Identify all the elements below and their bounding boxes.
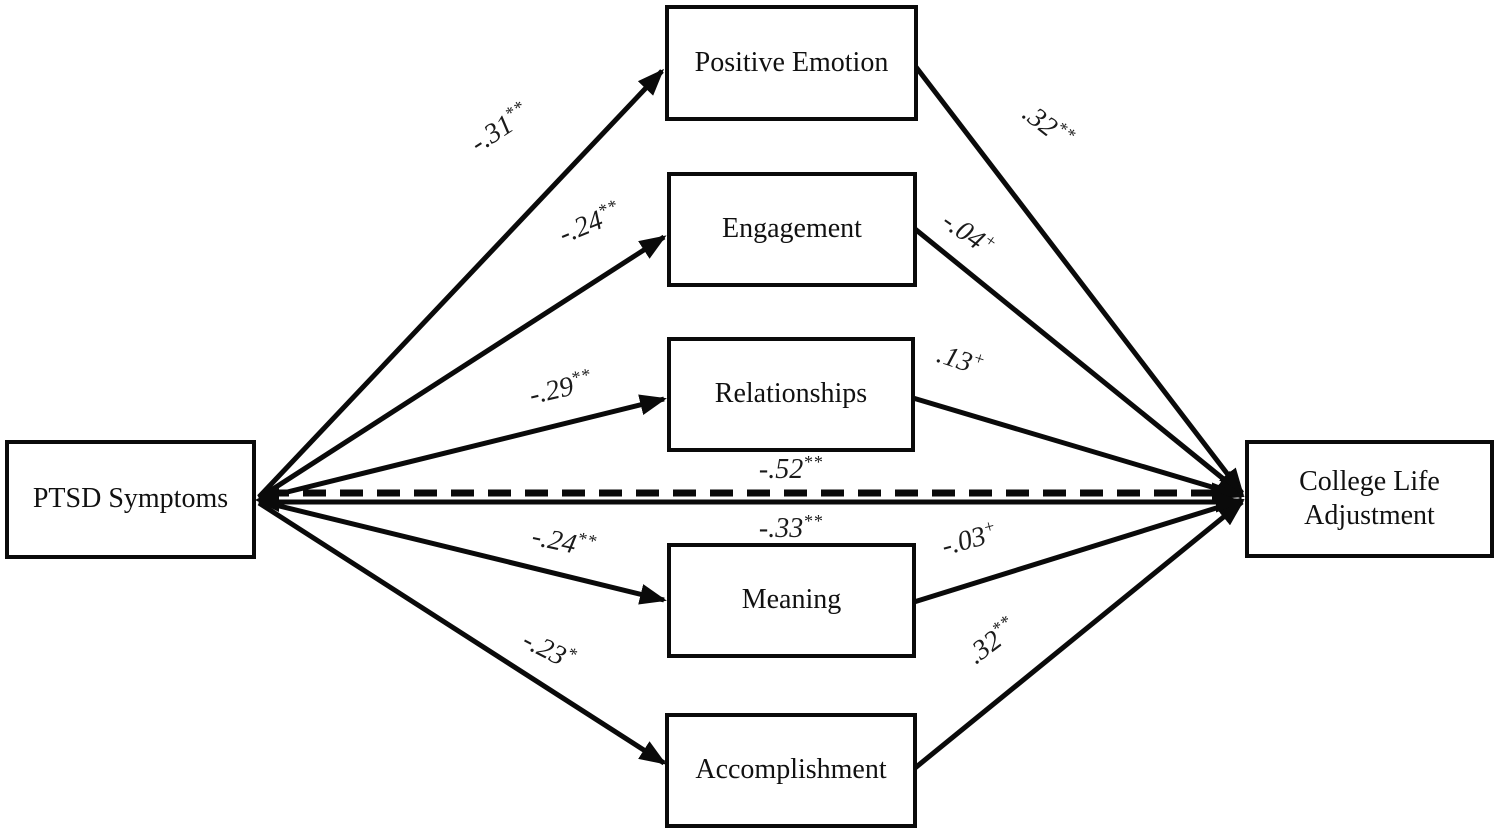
node-relationships: Relationships — [667, 337, 915, 452]
arrow-ptsd-to-accomplishment — [257, 500, 667, 766]
node-accomplishment: Accomplishment — [665, 713, 917, 828]
node-engagement: Engagement — [667, 172, 917, 287]
arrowhead-into-ptsd — [255, 488, 279, 512]
node-label: PTSD Symptoms — [32, 483, 229, 515]
arrow-positive-emotion-to-cla — [914, 65, 1244, 496]
node-label: College Life Adjustment — [1299, 465, 1440, 531]
node-label: Accomplishment — [695, 754, 887, 786]
node-label: Relationships — [714, 378, 868, 410]
node-label: Engagement — [722, 213, 862, 245]
arrow-meaning-to-cla — [913, 497, 1245, 605]
node-positive-emotion: Positive Emotion — [665, 5, 918, 121]
node-label: Meaning — [741, 584, 842, 616]
arrow-ptsd-to-positive-emotion — [257, 68, 665, 499]
arrow-accomplishment-to-cla — [913, 500, 1245, 770]
arrow-ptsd-to-relationships — [258, 394, 667, 502]
arrow-engagement-to-cla — [913, 227, 1245, 496]
coef-solid-direct-path: -.33** — [758, 510, 824, 545]
node-label: Positive Emotion — [694, 46, 889, 78]
arrow-relationships-to-cla — [912, 395, 1245, 500]
arrow-ptsd-to-meaning — [258, 498, 667, 605]
node-college-life-adjustment: College Life Adjustment — [1245, 440, 1494, 558]
node-meaning: Meaning — [667, 543, 916, 658]
coef-dashed-direct-path: -.52** — [758, 451, 824, 486]
arrow-ptsd-to-engagement — [257, 234, 667, 501]
node-ptsd-symptoms: PTSD Symptoms — [5, 440, 256, 559]
